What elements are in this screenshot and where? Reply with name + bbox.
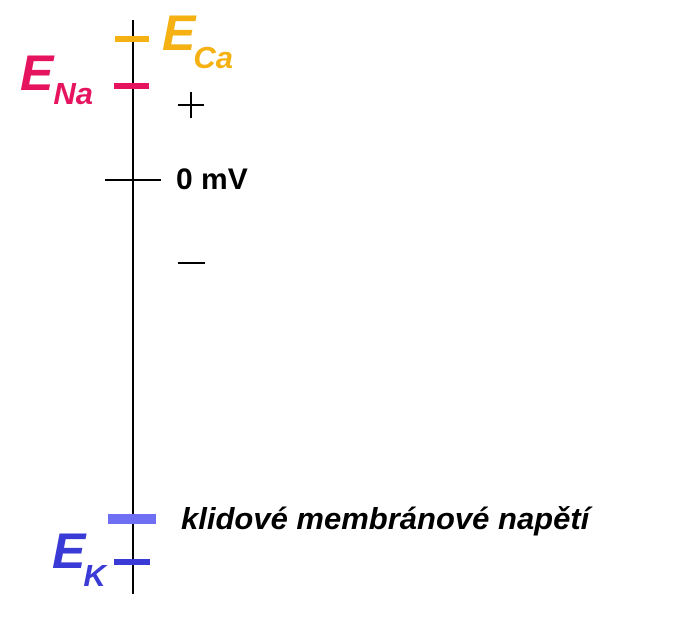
e-na-subscript: Na xyxy=(53,76,93,111)
e-ca-subscript: Ca xyxy=(193,40,233,75)
e-ca-label: ECa xyxy=(162,5,235,73)
e-na-label: ENa xyxy=(20,45,93,109)
e-k-symbol: E xyxy=(52,523,86,579)
plus-sign-icon xyxy=(178,92,204,118)
e-na-symbol: E xyxy=(20,45,54,101)
resting-potential-label: klidové membránové napětí xyxy=(181,501,590,536)
e-ca-symbol: E xyxy=(162,5,196,61)
zero-mv-label: 0 mV xyxy=(176,163,248,196)
e-k-subscript: K xyxy=(83,558,106,593)
e-k-label: EK xyxy=(52,523,108,591)
